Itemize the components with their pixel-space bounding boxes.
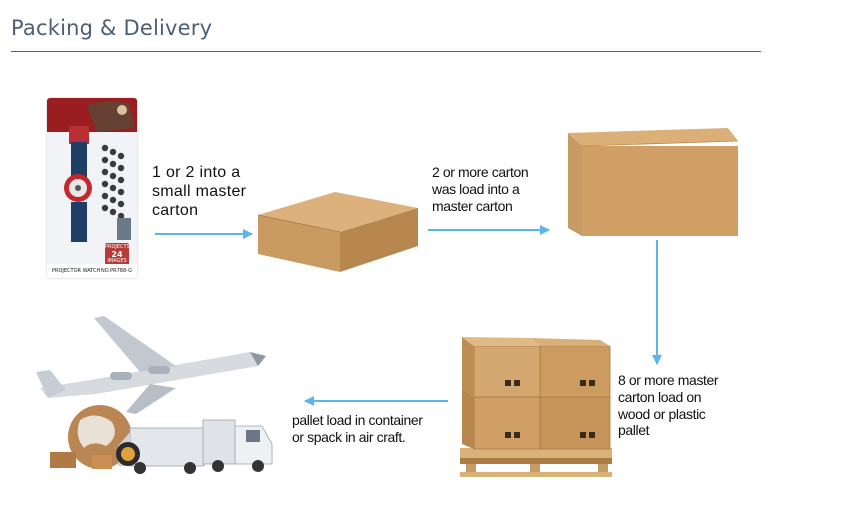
images-count-badge: PROJECTS 24 IMAGES — [105, 243, 130, 265]
product-model-label: NO.PR788-G — [101, 268, 132, 274]
airplane-truck-delivery-image — [36, 316, 273, 474]
badge-top-label: PROJECTS — [105, 244, 130, 250]
small-master-carton-image — [257, 192, 418, 272]
badge-number: 24 — [111, 249, 123, 259]
product-card-footer: PROJECTOR WATCH NO.PR788-G — [47, 264, 137, 278]
watch-illustration — [47, 98, 137, 242]
step-2-text: 2 or more carton was load into a master … — [432, 164, 529, 214]
step-4-text: pallet load in container or spack in air… — [292, 412, 423, 445]
title-divider — [11, 51, 761, 52]
product-brand-label: PROJECTOR WATCH — [52, 268, 101, 274]
pallet-with-cartons-image — [460, 337, 612, 477]
master-carton-image — [568, 128, 739, 236]
badge-bottom-label: IMAGES — [107, 258, 127, 265]
step-1-text: 1 or 2 into a small master carton — [152, 164, 247, 220]
step-3-text: 8 or more master carton load on wood or … — [618, 372, 719, 439]
page-title: Packing & Delivery — [11, 16, 213, 40]
projector-watch-product-image: PROJECTS 24 IMAGES PROJECTOR WATCH NO.PR… — [47, 98, 137, 278]
